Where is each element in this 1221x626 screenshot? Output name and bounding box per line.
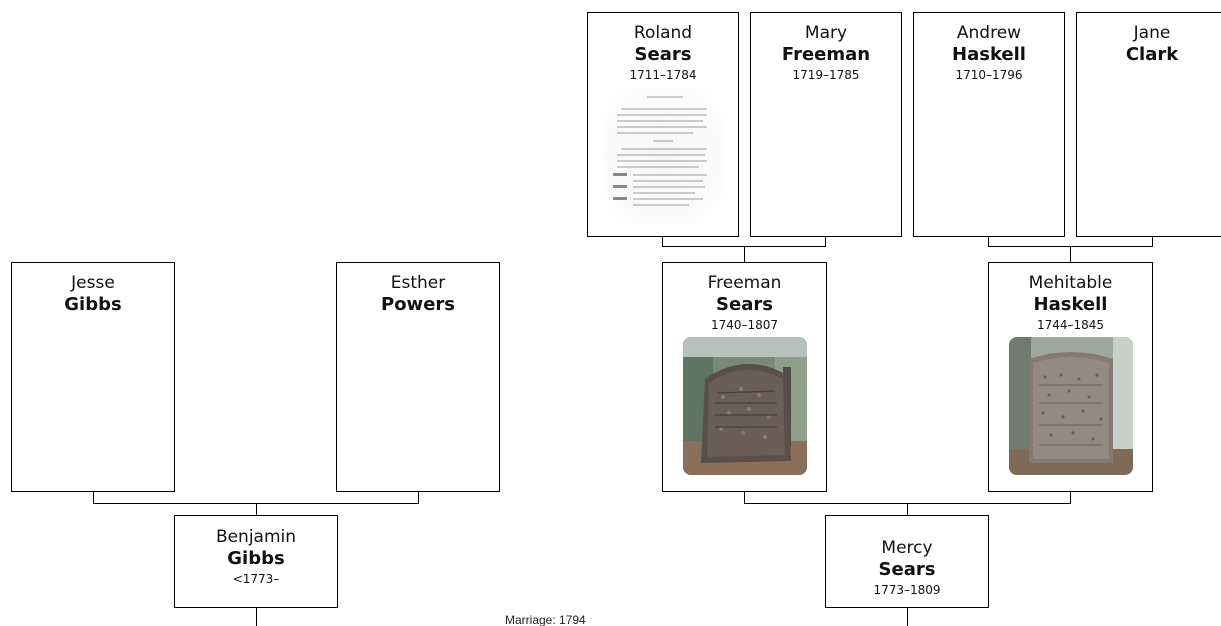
- gravestone-photo-icon: [682, 337, 807, 475]
- given-name: Freeman: [707, 273, 782, 293]
- surname: Gibbs: [227, 548, 285, 569]
- given-name: Mary: [804, 23, 848, 43]
- connector-line: [1070, 246, 1071, 263]
- given-name: Benjamin: [215, 527, 297, 547]
- connector-line: [988, 236, 989, 247]
- person-card-freeman-sears[interactable]: Freeman Sears 1740–1807: [662, 262, 827, 492]
- connector-line: [1070, 491, 1071, 504]
- given-name: Jane: [1133, 23, 1171, 43]
- surname: Freeman: [781, 44, 871, 65]
- document-scan-image[interactable]: [602, 87, 724, 225]
- connector-line: [744, 246, 745, 263]
- surname: Sears: [878, 559, 936, 580]
- life-dates: 1740–1807: [710, 318, 779, 332]
- given-name: Roland: [633, 23, 693, 43]
- gravestone-photo-icon: [1008, 337, 1133, 475]
- connector-line: [744, 491, 745, 504]
- given-name: Andrew: [956, 23, 1022, 43]
- surname: Sears: [716, 294, 773, 315]
- surname: Sears: [634, 44, 692, 65]
- connector-line: [256, 607, 257, 626]
- gravestone-photo-image[interactable]: [682, 337, 807, 475]
- connector-line: [907, 503, 908, 516]
- gravestone-photo-image[interactable]: [1008, 337, 1133, 475]
- person-card-mercy-sears[interactable]: Mercy Sears 1773–1809: [825, 515, 989, 608]
- life-dates: 1710–1796: [955, 68, 1023, 82]
- connector-line: [93, 491, 94, 504]
- person-card-benjamin-gibbs[interactable]: Benjamin Gibbs <1773–: [174, 515, 338, 608]
- surname: Haskell: [952, 44, 1026, 65]
- connector-line: [418, 491, 419, 504]
- connector-line: [825, 236, 826, 247]
- given-name: Jesse: [71, 273, 115, 293]
- life-dates: 1773–1809: [873, 583, 941, 597]
- life-dates: 1744–1845: [1036, 318, 1105, 332]
- surname: Powers: [381, 294, 455, 315]
- life-dates: 1711–1784: [629, 68, 697, 82]
- life-dates: 1719–1785: [792, 68, 860, 82]
- connector-line: [662, 236, 663, 247]
- person-card-mary-freeman[interactable]: Mary Freeman 1719–1785: [750, 12, 902, 237]
- person-card-jane-clark[interactable]: Jane Clark: [1076, 12, 1221, 237]
- given-name: Esther: [390, 273, 446, 293]
- person-card-roland-sears[interactable]: Roland Sears 1711–1784: [587, 12, 739, 237]
- connector-line: [256, 503, 257, 516]
- marriage-label: Marriage: 1794: [505, 613, 586, 626]
- connector-line: [907, 607, 908, 626]
- person-card-jesse-gibbs[interactable]: Jesse Gibbs: [11, 262, 175, 492]
- life-dates: <1773–: [232, 572, 280, 586]
- person-card-esther-powers[interactable]: Esther Powers: [336, 262, 500, 492]
- person-card-andrew-haskell[interactable]: Andrew Haskell 1710–1796: [913, 12, 1065, 237]
- surname: Gibbs: [64, 294, 122, 315]
- given-name: Mercy: [881, 538, 933, 558]
- given-name: Mehitable: [1028, 273, 1113, 293]
- document-scan-icon: [602, 87, 724, 225]
- surname: Clark: [1125, 44, 1179, 65]
- surname: Haskell: [1033, 294, 1108, 315]
- connector-line: [1152, 236, 1153, 247]
- person-card-mehitable-haskell[interactable]: Mehitable Haskell 1744–1845: [988, 262, 1153, 492]
